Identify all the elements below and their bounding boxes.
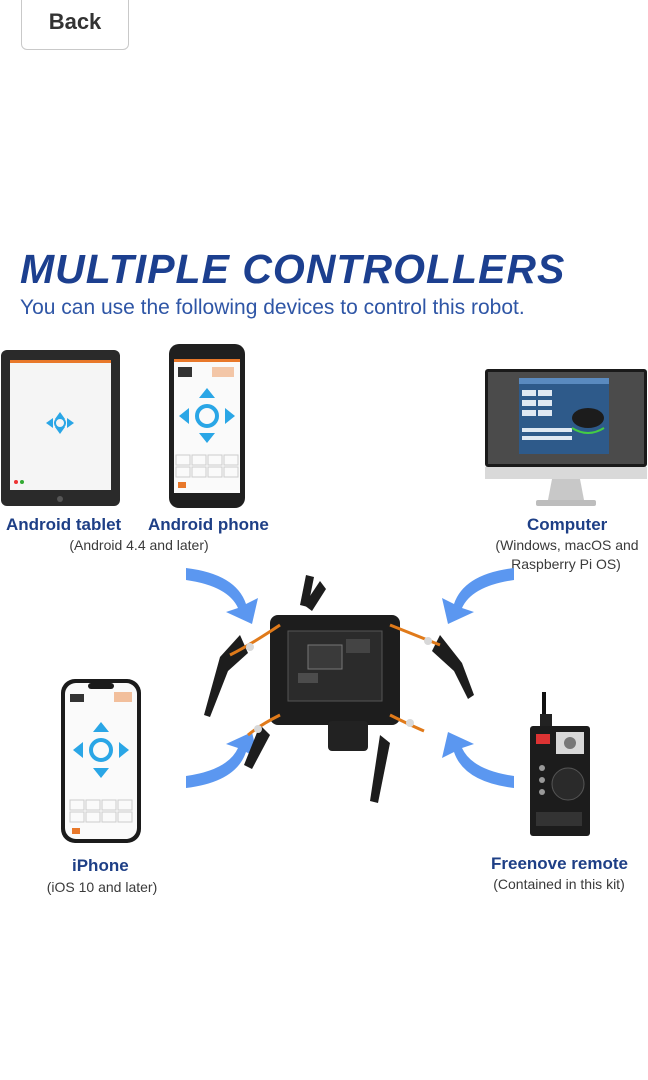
page-subtitle: You can use the following devices to con…	[20, 296, 525, 319]
android-version-note: (Android 4.4 and later)	[69, 537, 209, 553]
computer-image	[485, 369, 647, 506]
page-title: MULTIPLE CONTROLLERS	[20, 246, 566, 292]
ios-version-note: (iOS 10 and later)	[46, 879, 158, 895]
freenove-remote-label: Freenove remote	[491, 854, 628, 873]
android-phone-label: Android phone	[148, 515, 269, 534]
computer-os-note-line2: Raspberry Pi OS)	[511, 556, 621, 572]
computer-os-note-line1: (Windows, macOS and	[495, 537, 639, 553]
iphone-image	[61, 679, 141, 843]
android-tablet-image	[1, 350, 120, 506]
robot-image	[204, 575, 474, 803]
iphone-label: iPhone	[72, 856, 129, 875]
arrow-icons	[186, 568, 514, 788]
arrow-from-iphone-icon	[186, 732, 258, 788]
arrow-from-computer-icon	[442, 568, 514, 624]
android-phone-image	[169, 344, 245, 508]
back-button[interactable]: Back	[21, 0, 129, 50]
android-tablet-label: Android tablet	[6, 515, 122, 534]
remote-kit-note: (Contained in this kit)	[493, 876, 625, 892]
freenove-remote-image	[530, 692, 590, 836]
arrow-from-tablet-icon	[186, 568, 258, 624]
arrow-from-remote-icon	[442, 732, 514, 788]
computer-label: Computer	[527, 515, 608, 534]
